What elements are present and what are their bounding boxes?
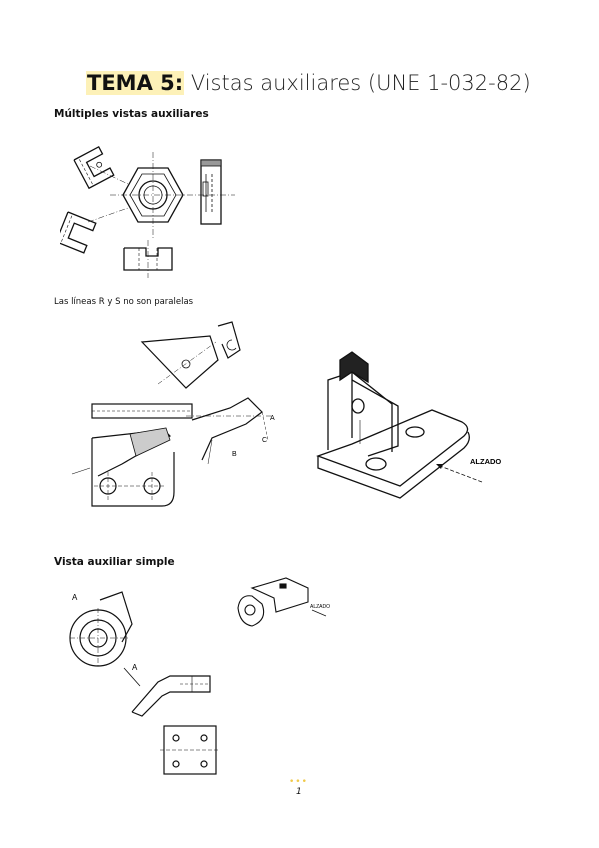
heading-multiple-views: Múltiples vistas auxiliares (54, 108, 209, 120)
figure-small-isometric: ALZADO (237, 577, 330, 627)
figure-isometric-bracket: ALZADO (316, 351, 501, 499)
title-subject: Vistas auxiliares (UNE 1-032-82) (184, 71, 531, 95)
figure-multiple-auxiliary-views (60, 145, 235, 278)
page-title: TEMA 5: Vistas auxiliares (UNE 1-032-82) (86, 71, 531, 95)
label-b: B (232, 451, 237, 458)
label-a-simple-2: A (132, 663, 138, 672)
label-alzado-small: ALZADO (310, 604, 330, 610)
title-tema: TEMA 5: (86, 71, 185, 95)
heading-simple-view: Vista auxiliar simple (54, 556, 175, 568)
label-alzado: ALZADO (470, 457, 501, 466)
figure-auxiliary-projection: A B C (71, 321, 275, 507)
label-a-simple: A (72, 593, 78, 602)
footer-dots: ••• (289, 777, 308, 787)
page-number: 1 (296, 787, 302, 797)
figure-simple-auxiliary-view: A A (69, 591, 220, 775)
label-c: C (262, 437, 267, 444)
caption-rs-lines: Las líneas R y S no son paralelas (54, 297, 194, 307)
label-a: A (270, 415, 275, 422)
